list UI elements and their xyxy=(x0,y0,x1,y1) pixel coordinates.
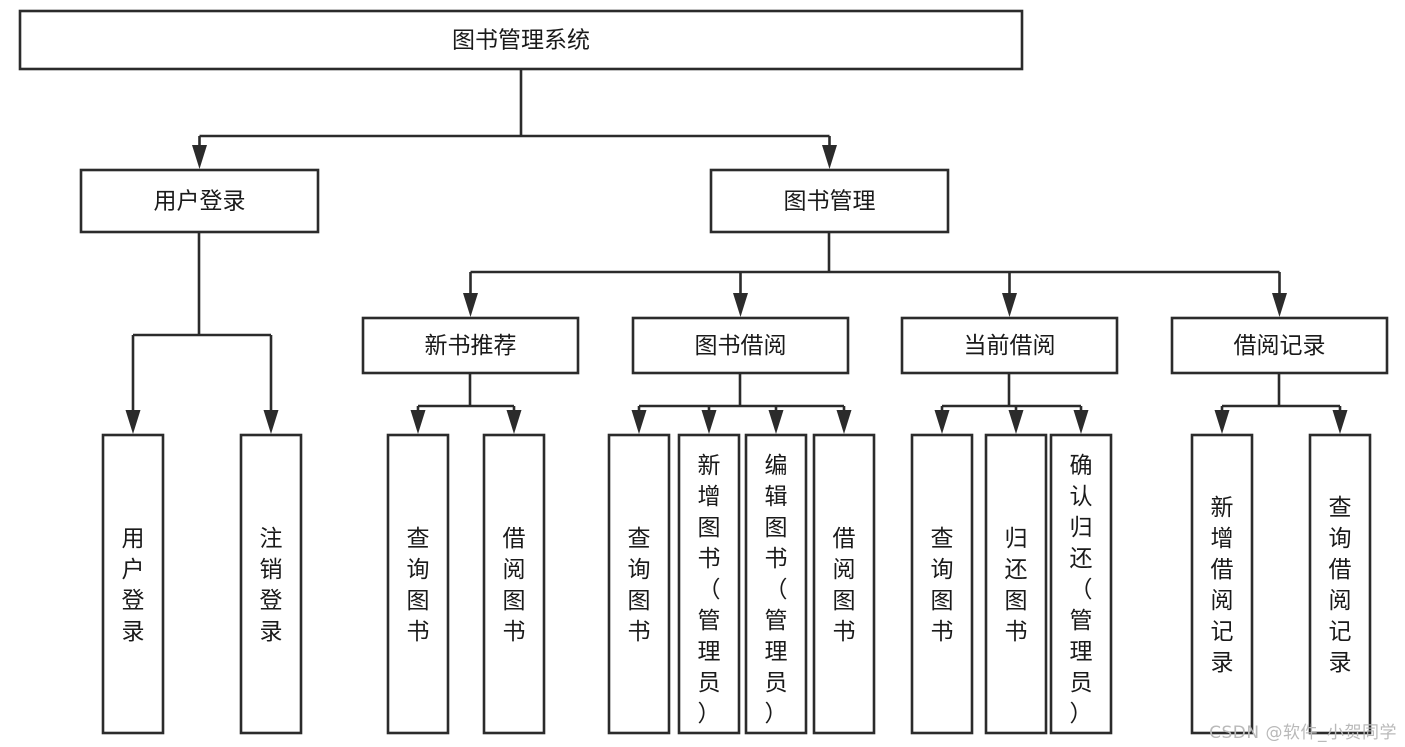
node-leaf-edit-book[interactable]: 编辑图书（管理员） xyxy=(744,433,808,735)
node-book-manage[interactable]: 图书管理 xyxy=(709,168,950,234)
node-borrow-record[interactable]: 借阅记录 xyxy=(1170,316,1389,375)
node-label: 用户登录 xyxy=(154,189,246,215)
node-label: 借阅记录 xyxy=(1234,333,1326,359)
node-box xyxy=(631,316,850,375)
node-label: 新增借阅记录 xyxy=(1211,495,1234,676)
node-box xyxy=(386,433,450,735)
node-box xyxy=(482,433,546,735)
node-leaf-borrow-book-1[interactable]: 借阅图书 xyxy=(482,433,546,735)
node-box xyxy=(910,433,974,735)
node-label: 注销登录 xyxy=(260,526,283,645)
connector-group-current-borrow xyxy=(934,373,1089,434)
node-box xyxy=(361,316,580,375)
node-box xyxy=(677,433,741,735)
connector-group-new-book-rec xyxy=(410,373,522,434)
arrow-head-icon xyxy=(263,410,279,434)
node-label: 查询图书 xyxy=(407,526,430,645)
node-label: 图书管理 xyxy=(784,189,876,215)
node-layer: 图书管理系统用户登录图书管理新书推荐图书借阅当前借阅借阅记录用户登录注销登录查询… xyxy=(18,9,1389,735)
arrow-head-icon xyxy=(1332,410,1348,434)
node-box xyxy=(1049,433,1113,735)
node-box xyxy=(18,9,1024,71)
node-box xyxy=(744,433,808,735)
arrow-head-icon xyxy=(410,410,426,434)
arrow-head-icon xyxy=(768,410,784,434)
node-label: 归还图书 xyxy=(1005,526,1028,645)
arrow-head-icon xyxy=(1002,293,1017,317)
connector-group-borrow-record xyxy=(1214,373,1348,434)
node-label: 图书借阅 xyxy=(695,333,787,359)
node-leaf-query-book-3[interactable]: 查询图书 xyxy=(910,433,974,735)
node-label: 查询图书 xyxy=(628,526,651,645)
node-leaf-user-logout[interactable]: 注销登录 xyxy=(239,433,303,735)
node-leaf-query-book-2[interactable]: 查询图书 xyxy=(607,433,671,735)
node-new-book-rec[interactable]: 新书推荐 xyxy=(361,316,580,375)
arrow-head-icon xyxy=(1272,293,1287,317)
node-leaf-user-login[interactable]: 用户登录 xyxy=(101,433,165,735)
node-label: 查询借阅记录 xyxy=(1329,495,1352,676)
node-user-login[interactable]: 用户登录 xyxy=(79,168,320,234)
arrow-head-icon xyxy=(463,293,478,317)
arrow-head-icon xyxy=(1008,410,1024,434)
node-leaf-query-book-1[interactable]: 查询图书 xyxy=(386,433,450,735)
node-leaf-borrow-book-2[interactable]: 借阅图书 xyxy=(812,433,876,735)
arrow-head-icon xyxy=(125,410,141,434)
node-box xyxy=(812,433,876,735)
node-label: 编辑图书（管理员） xyxy=(765,453,788,727)
node-label: 借阅图书 xyxy=(833,526,856,645)
node-leaf-confirm-return[interactable]: 确认归还（管理员） xyxy=(1049,433,1113,735)
csdn-watermark: CSDN @软件_小贺同学 xyxy=(1209,723,1397,743)
arrow-head-icon xyxy=(1073,410,1089,434)
node-book-borrow[interactable]: 图书借阅 xyxy=(631,316,850,375)
connector-group-book-manage xyxy=(463,232,1287,317)
node-label: 当前借阅 xyxy=(964,333,1056,359)
arrow-head-icon xyxy=(701,410,717,434)
node-box xyxy=(101,433,165,735)
connector-layer xyxy=(125,69,1348,434)
node-leaf-return-book[interactable]: 归还图书 xyxy=(984,433,1048,735)
node-current-borrow[interactable]: 当前借阅 xyxy=(900,316,1119,375)
arrow-head-icon xyxy=(822,145,837,169)
connector-group-book-borrow xyxy=(631,373,852,434)
connector-group-root xyxy=(192,69,837,169)
connector-group-user-login xyxy=(125,232,279,434)
node-box xyxy=(239,433,303,735)
arrow-head-icon xyxy=(836,410,852,434)
node-label: 新增图书（管理员） xyxy=(698,453,721,727)
node-box xyxy=(1190,433,1254,735)
node-label: 查询图书 xyxy=(931,526,954,645)
node-root[interactable]: 图书管理系统 xyxy=(18,9,1024,71)
arrow-head-icon xyxy=(506,410,522,434)
arrow-head-icon xyxy=(631,410,647,434)
node-label: 借阅图书 xyxy=(503,526,526,645)
node-box xyxy=(709,168,950,234)
node-leaf-add-book[interactable]: 新增图书（管理员） xyxy=(677,433,741,735)
node-label: 新书推荐 xyxy=(425,333,517,359)
node-box xyxy=(984,433,1048,735)
node-box xyxy=(1308,433,1372,735)
node-label: 确认归还（管理员） xyxy=(1070,453,1093,727)
node-box xyxy=(607,433,671,735)
node-box xyxy=(79,168,320,234)
arrow-head-icon xyxy=(1214,410,1230,434)
node-label: 用户登录 xyxy=(122,526,145,645)
node-leaf-query-record[interactable]: 查询借阅记录 xyxy=(1308,433,1372,735)
arrow-head-icon xyxy=(934,410,950,434)
node-leaf-add-record[interactable]: 新增借阅记录 xyxy=(1190,433,1254,735)
node-box xyxy=(1170,316,1389,375)
node-label: 图书管理系统 xyxy=(452,28,590,54)
arrow-head-icon xyxy=(192,145,207,169)
arrow-head-icon xyxy=(733,293,748,317)
node-box xyxy=(900,316,1119,375)
